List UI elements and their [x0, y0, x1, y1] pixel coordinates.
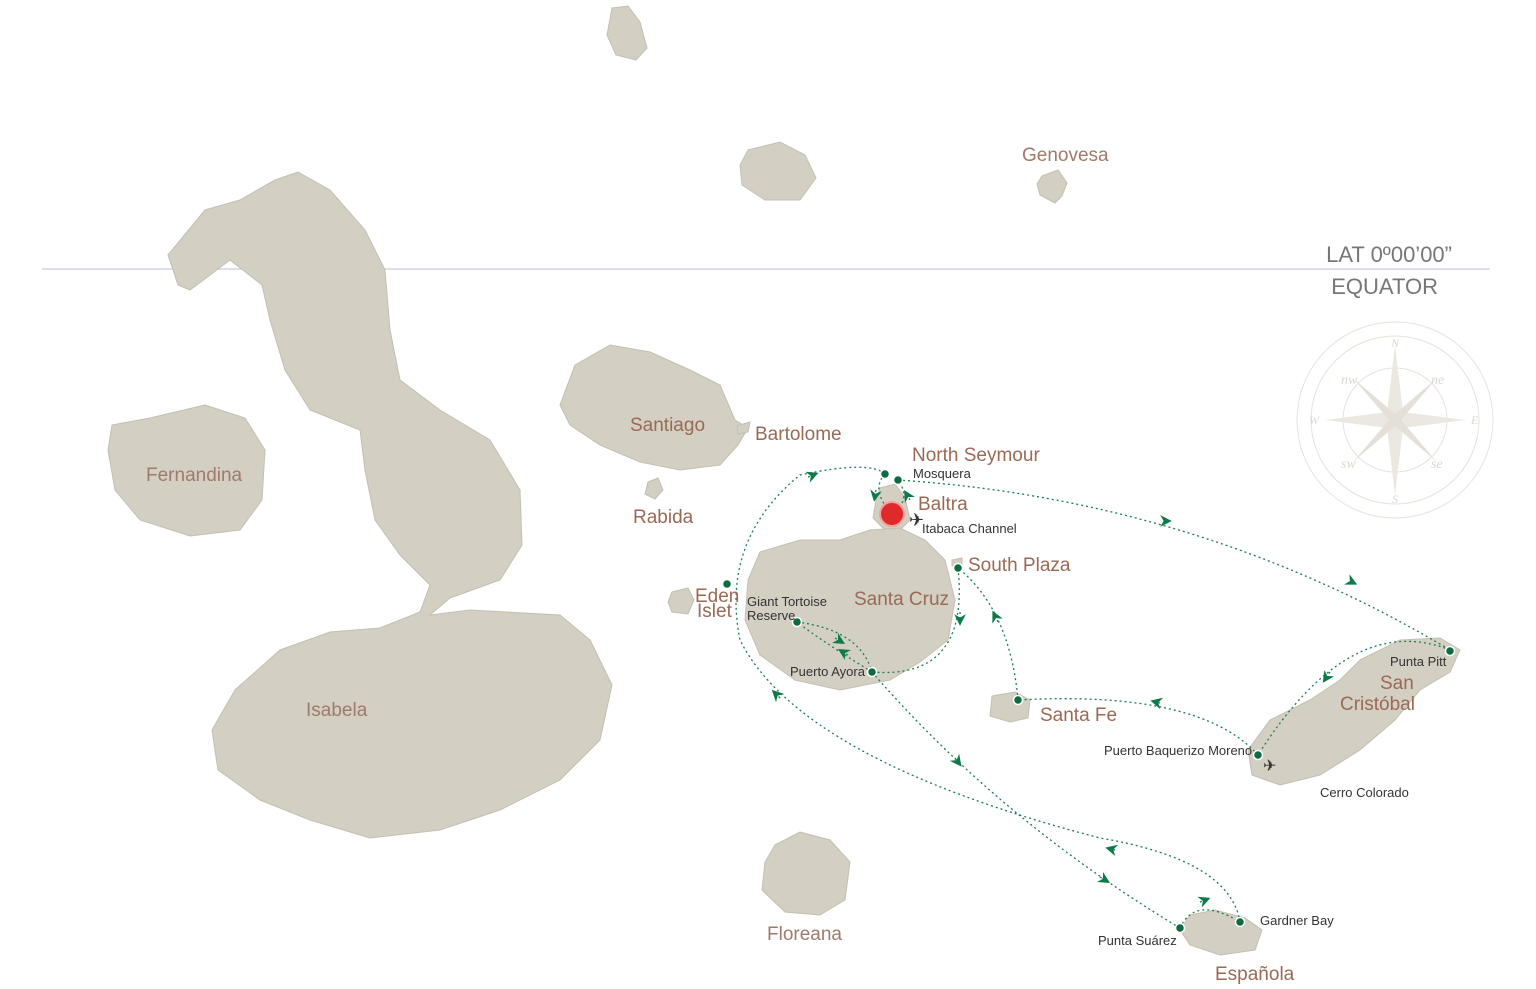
stop-eden	[721, 578, 733, 590]
compass-w-label: W	[1309, 413, 1320, 427]
islands-fernandina-label: Fernandina	[146, 465, 243, 486]
stop-south-plaza	[952, 562, 964, 574]
sites-itabaca-label: Itabaca Channel	[922, 521, 1017, 536]
sites-punta-pitt-label: Punta Pitt	[1390, 654, 1447, 669]
equator-lat: LAT 0º00’00”	[1326, 242, 1452, 267]
islands-south-plaza-label: South Plaza	[968, 555, 1071, 576]
compass-n-label: N	[1390, 336, 1400, 350]
islands-san-cristobal-2-label: Cristóbal	[1340, 694, 1415, 715]
sites-puerto-baquerizo-label: Puerto Baquerizo Moreno	[1104, 743, 1252, 758]
stop-punta-suarez	[1174, 922, 1186, 934]
stop-punta-pitt	[1444, 645, 1456, 657]
island-floreana	[761, 831, 851, 916]
island-bartolome	[736, 421, 751, 435]
island-rabida	[644, 477, 664, 500]
sites-gardner-bay-label: Gardner Bay	[1260, 913, 1334, 928]
islands-north-seymour-label: North Seymour	[912, 445, 1040, 466]
islands-santa-fe-label: Santa Fe	[1040, 705, 1117, 726]
island-genovesa	[1036, 169, 1068, 204]
stop-tortoise	[791, 616, 803, 628]
island-santiago	[559, 344, 749, 471]
sites-tortoise-2-label: Reserve	[747, 608, 795, 623]
islands-san-cristobal-1-label: San	[1380, 673, 1414, 694]
islands-bartolome-label: Bartolome	[755, 424, 842, 445]
compass-s-label: S	[1392, 492, 1398, 506]
island-north-islet	[606, 5, 648, 61]
islands-isabela-label: Isabela	[306, 700, 368, 721]
islands-eden-1-label: Eden	[695, 586, 739, 607]
stop-puerto-ayora	[866, 666, 878, 678]
stop-puerto-baquerizo	[1252, 749, 1264, 761]
islands-espanola-label: Española	[1215, 964, 1295, 985]
island-labels: Genovesa Fernandina Isabela Santiago Bar…	[146, 145, 1415, 985]
sites-cerro-colorado-label: Cerro Colorado	[1320, 785, 1409, 800]
island-san-cristobal	[1247, 637, 1461, 786]
island-eden	[667, 587, 695, 615]
island-isabela	[167, 171, 613, 839]
sites-tortoise-1-label: Giant Tortoise	[747, 594, 827, 609]
equator-label: EQUATOR	[1331, 274, 1438, 299]
island-santa-cruz	[744, 527, 956, 691]
compass-se-label: se	[1431, 457, 1443, 472]
compass-e-label: E	[1470, 413, 1479, 427]
islands-santa-cruz-label: Santa Cruz	[854, 589, 949, 610]
compass-ne-label: ne	[1431, 373, 1444, 388]
compass-rose: N E S W ne nw se sw	[1296, 321, 1494, 519]
stop-north-seymour	[879, 468, 891, 480]
stop-gardner-bay	[1234, 916, 1246, 928]
sites-mosquera-label: Mosquera	[913, 466, 972, 481]
islands-rabida-label: Rabida	[633, 507, 694, 528]
airport-icon-baltra: ✈	[909, 510, 924, 530]
sites-punta-suarez-label: Punta Suárez	[1098, 933, 1177, 948]
site-labels: Mosquera Itabaca Channel Giant Tortoise …	[747, 466, 1447, 948]
island-marchena	[739, 141, 817, 201]
islands-santiago-label: Santiago	[630, 415, 705, 436]
islands-genovesa-label: Genovesa	[1022, 145, 1109, 166]
islands-eden-2-label: Islet	[697, 601, 733, 622]
island-santa-fe	[989, 691, 1031, 723]
compass-nw-label: nw	[1341, 373, 1358, 388]
island-espanola	[1179, 909, 1263, 956]
stop-mosquera	[892, 474, 904, 486]
airport-icon-san-cristobal: ✈	[1263, 758, 1276, 775]
sites-puerto-ayora-label: Puerto Ayora	[790, 664, 866, 679]
island-fernandina	[107, 404, 266, 537]
islands	[107, 5, 1461, 956]
route-stops: ✈ ✈	[721, 468, 1456, 934]
start-marker-baltra	[879, 501, 905, 527]
stop-santa-fe	[1012, 694, 1024, 706]
compass-sw-label: sw	[1341, 457, 1356, 472]
islands-floreana-label: Floreana	[767, 924, 842, 945]
islands-baltra-label: Baltra	[918, 494, 968, 515]
